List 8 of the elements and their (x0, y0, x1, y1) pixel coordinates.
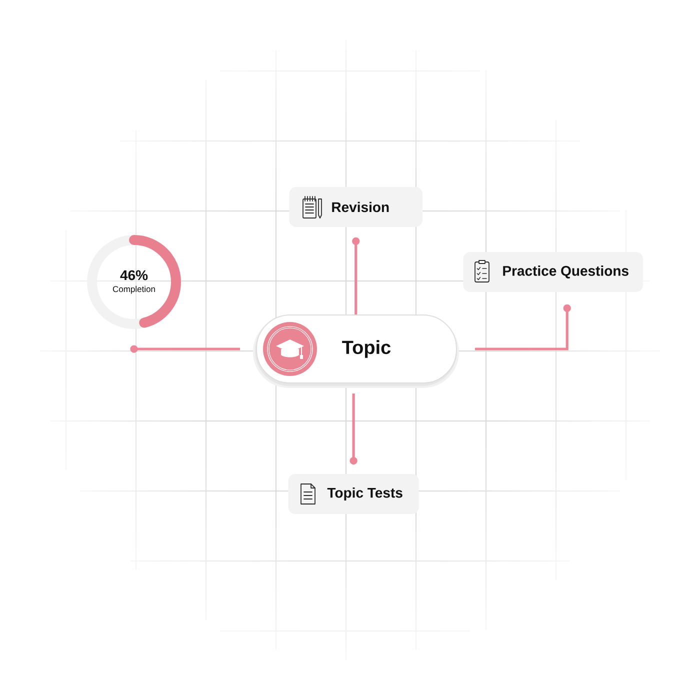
connector-line (350, 394, 358, 465)
label-box: Practice Questions (463, 252, 644, 292)
label-box: Topic Tests (288, 474, 419, 514)
label-box: Revision (289, 187, 423, 227)
connector-line (130, 345, 240, 353)
connector-line (352, 237, 360, 314)
progress-ring: 46% Completion (87, 235, 181, 329)
connector-line (475, 304, 571, 350)
